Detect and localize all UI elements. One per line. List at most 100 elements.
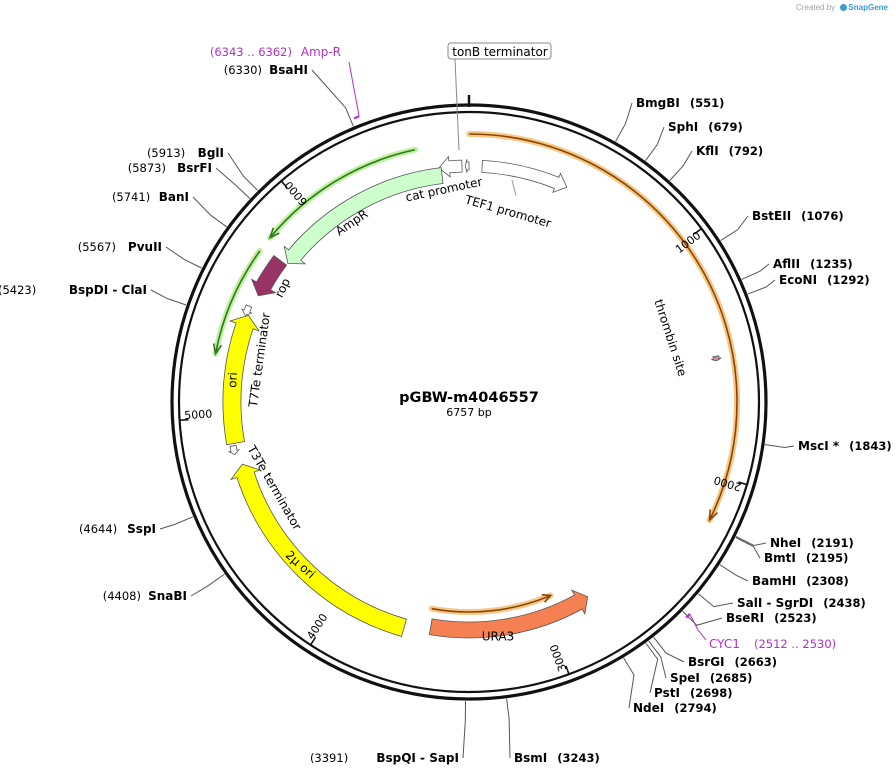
- green-orf-2-arrowhead: [212, 343, 223, 356]
- site-name-text-aflii: AflII: [773, 257, 800, 271]
- plasmid-name: pGBW-m4046557: [399, 390, 539, 406]
- site-leader-bspdi-clai: [150, 289, 187, 306]
- site-pos-bsahi: (6330): [224, 63, 262, 77]
- site-name-econi: EcoNI(1292): [779, 273, 870, 287]
- site-leader-nhei: [735, 536, 767, 547]
- primer-mark-amp-r: [353, 115, 360, 120]
- site-leader-psti: [645, 642, 659, 694]
- site-name-text-bspqi-sapi: BspQI - SapI: [376, 751, 459, 765]
- site-name-text-bsmi: BsmI: [514, 751, 547, 765]
- site-pos-econi: (1292): [827, 273, 870, 287]
- site-pos-bsteii: (1076): [801, 209, 844, 223]
- site-name-bmgbi: BmgBI(551): [636, 96, 724, 110]
- site-leader-snabi: [190, 573, 225, 597]
- orange-orf-1-arrowhead: [708, 509, 719, 523]
- snapgene-logo-icon: [840, 4, 848, 11]
- green-orf-2-line: [214, 250, 261, 354]
- primer-name-cyc1: CYC1: [709, 637, 740, 651]
- site-name-msci: MscI * (1843): [798, 439, 892, 453]
- tick-label-4000: 4000: [304, 611, 330, 642]
- site-name-text-bsahi: BsaHI: [269, 63, 308, 77]
- site-name-bspqi-sapi: BspQI - SapI: [376, 751, 459, 765]
- site-pos-bmti: (2195): [806, 551, 849, 565]
- primer-leader-amp-r: [348, 61, 360, 117]
- site-name-text-bsrfi: BsrFI: [177, 161, 212, 175]
- site-pos-bsrgi: (2663): [735, 655, 778, 669]
- site-leader-bsahi: [311, 69, 354, 127]
- site-pos-bsrfi: (5873): [128, 161, 166, 175]
- site-name-bsrgi: BsrGI(2663): [688, 655, 777, 669]
- site-name-snabi: SnaBI: [148, 589, 187, 603]
- feature-tonb-terminator-arrow: [464, 159, 470, 173]
- feature-label-thrombin-site: thrombin site: [651, 298, 689, 378]
- site-name-text-bgli: BglI: [198, 146, 224, 160]
- credit-brand: SnapGene: [848, 3, 888, 12]
- primer-leader-cyc1: [689, 613, 707, 641]
- site-name-bani: BanI: [159, 190, 189, 204]
- site-pvuii: PvuII (5567): [78, 240, 202, 269]
- site-name-nhei: NheI(2191): [770, 536, 854, 550]
- site-pos-aflii: (1235): [810, 257, 853, 271]
- green-orf-1-arrowhead: [268, 227, 280, 240]
- site-name-bmti: BmtI(2195): [764, 551, 848, 565]
- site-name-text-pvuii: PvuII: [128, 240, 162, 254]
- site-name-text-bsteii: BstEII: [752, 209, 791, 223]
- feature-label-tonb-terminator: tonB terminator: [452, 45, 548, 59]
- site-name-bsrfi: BsrFI: [177, 161, 212, 175]
- orange-orf-1-line: [469, 133, 738, 521]
- credit-prefix: Created by: [796, 3, 836, 12]
- site-pos-bseri: (2523): [774, 611, 817, 625]
- site-bmti: BmtI(2195): [735, 537, 848, 565]
- backbone-inner-circle: [177, 110, 761, 694]
- tick-label-3000: 3000: [547, 642, 569, 673]
- site-bsahi: BsaHI (6330): [224, 63, 354, 127]
- tick-mark-5000: [179, 418, 189, 422]
- feature-thrombin-site-arrow: [711, 355, 722, 362]
- site-name-text-nhei: NheI: [770, 536, 801, 550]
- site-bsmi: BsmI(3243): [506, 698, 600, 765]
- site-name-text-msci: MscI *: [798, 439, 840, 453]
- feature-ampr-arrow: [283, 167, 444, 265]
- site-pos-kfli: (792): [729, 144, 764, 158]
- orange-orf-2-arrowhead: [541, 593, 553, 603]
- site-pos-pvuii: (5567): [78, 240, 116, 254]
- feature-label-ori: ori: [225, 372, 240, 388]
- site-leader-sali-sgrdi: [698, 593, 734, 608]
- tef1-label-leader: [511, 179, 517, 197]
- site-leader-bseri: [682, 610, 723, 626]
- site-name-bsteii: BstEII (1076): [752, 209, 844, 223]
- site-leader-bsmi: [506, 698, 511, 759]
- tick-mark-1000: [693, 227, 702, 235]
- site-leader-bspqi-sapi: [462, 700, 467, 759]
- plasmid-center: pGBW-m4046557 6757 bp: [399, 390, 539, 419]
- site-pos-msci: (1843): [849, 439, 892, 453]
- site-name-text-sspi: SspI: [127, 522, 156, 536]
- site-name-bseri: BseRI(2523): [726, 611, 817, 625]
- site-kfli: KflI(792): [669, 144, 764, 181]
- site-sali-sgrdi: SalI - SgrDI(2438): [698, 593, 866, 610]
- plasmid-length: 6757 bp: [446, 406, 491, 419]
- site-ndei: NdeI(2794): [623, 657, 717, 715]
- site-name-text-psti: PstI: [654, 686, 680, 700]
- primer-amp-r: Amp-R(6343 .. 6362): [210, 45, 360, 120]
- site-name-bspdi-clai: BspDI - ClaI: [69, 283, 147, 297]
- site-leader-pvuii: [165, 246, 202, 269]
- tonb-terminator-label-box: [447, 42, 552, 60]
- orange-orf-1-halo: [466, 131, 741, 524]
- site-name-bamhi: BamHI(2308): [752, 574, 849, 588]
- tick-mark-4000: [309, 636, 317, 646]
- snapgene-credit: Created by SnapGene: [796, 3, 888, 12]
- site-name-sphi: SphI(679): [668, 120, 743, 134]
- feature-label-tef1-promoter: TEF1 promoter: [462, 192, 552, 230]
- site-pos-bgli: (5913): [147, 146, 185, 160]
- feature-rop-arrow: [250, 255, 288, 297]
- restriction-sites-layer: BmgBI(551) SphI(679) KflI(792) BstEII (1076)…: [0, 45, 892, 765]
- site-leader-bsrgi: [653, 636, 685, 663]
- site-bspqi-sapi: BspQI - SapI(3391): [310, 700, 467, 765]
- site-name-bsmi: BsmI(3243): [514, 751, 600, 765]
- site-leader-bsrfi: [215, 167, 251, 199]
- site-bspdi-clai: BspDI - ClaI(5423): [0, 283, 187, 306]
- feature-tonb-terminator-label-group: tonB terminator: [447, 42, 552, 151]
- site-pos-snabi: (4408): [103, 589, 141, 603]
- site-leader-aflii: [741, 263, 770, 280]
